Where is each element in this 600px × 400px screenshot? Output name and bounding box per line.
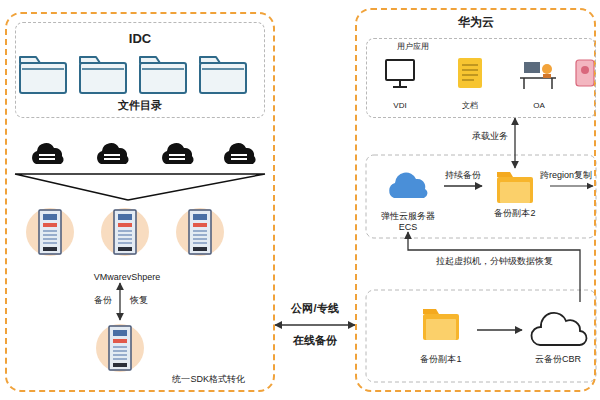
node-text: IDC	[129, 32, 151, 47]
cloud-backup-icon: 云备份CBR	[522, 302, 594, 364]
app-icon: VDI	[378, 56, 422, 110]
connector-arrow	[408, 232, 580, 302]
node-text: 用户应用	[397, 42, 429, 51]
node-text: VDI	[393, 101, 406, 110]
edge-label: 备份	[92, 295, 114, 305]
node-text: 文档	[462, 101, 478, 110]
ecs-icon: 弹性云服务器 ECS	[372, 168, 444, 232]
arrow-label: 跨region复制	[538, 170, 594, 180]
connector-arrow	[119, 283, 120, 320]
connector-arrow	[514, 118, 515, 168]
site-panel: 文件目录 VMwarevShpere 统一SDK格式转化 IDC	[5, 12, 275, 392]
edge-note: 恢复	[128, 295, 150, 305]
connector-arrow	[275, 324, 355, 325]
server-icon: 统一SDK格式转化	[95, 320, 245, 384]
cloud-panel: VDI 文档 OA 用户应用弹性云服务器 ECS 备份副本2 备份副本1 云备份CBR 华为云	[355, 8, 596, 392]
edge-label: 拉起虚拟机，分钟级数据恢复	[434, 256, 555, 266]
backup-copy-icon: 备份副本1	[405, 302, 477, 364]
edge-label: 承载业务	[470, 131, 510, 141]
node-text: 统一SDK格式转化	[172, 374, 245, 384]
node-text: 文件目录	[118, 99, 162, 112]
node-text: 云备份CBR	[535, 354, 581, 364]
node-text: 备份副本2	[494, 208, 535, 218]
app-group-box: VDI 文档 OA 用户应用	[366, 38, 596, 118]
node-text: OA	[533, 101, 545, 110]
node-text: 弹性云服务器 ECS	[374, 211, 442, 232]
node-text: 备份副本1	[420, 354, 461, 364]
node-text: 华为云	[458, 16, 494, 30]
connector-arrow	[444, 185, 482, 186]
node-text: VMwarevShpere	[94, 272, 161, 282]
app-icon: 文档	[448, 56, 492, 110]
edge-note: 在线备份	[291, 334, 339, 347]
edge-label: 持续备份	[443, 170, 483, 180]
edge-label: 公网/专线	[289, 302, 340, 315]
app-icon: OA	[514, 56, 564, 110]
server-group: VMwarevShpere	[22, 205, 232, 283]
connector-arrow	[477, 329, 522, 330]
